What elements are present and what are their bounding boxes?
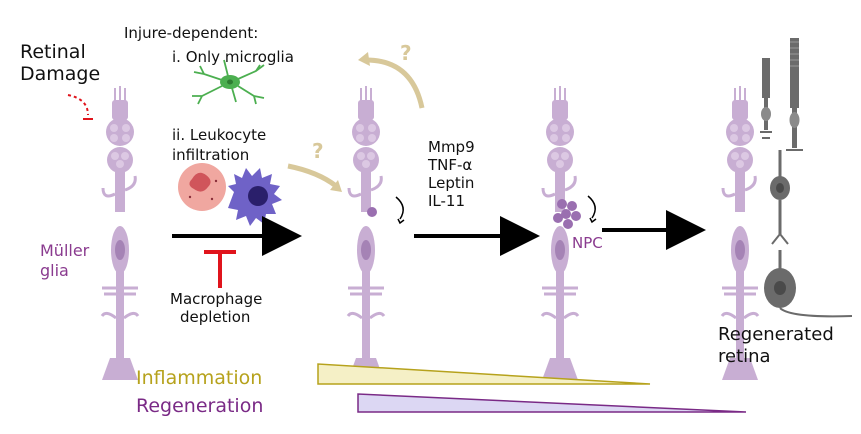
regeneration-wedge [357, 393, 747, 413]
inhibition-t-bar-icon [204, 250, 236, 288]
macrophage-icon [228, 168, 282, 226]
muller-cell-3 [540, 84, 580, 382]
question-mark-2: ? [312, 139, 324, 163]
regenerated-label-1: Regenerated [718, 324, 834, 345]
inflammation-wedge [317, 363, 651, 385]
macrophage-depletion-label-1: Macrophage [170, 290, 262, 308]
only-microglia-label: i. Only microglia [172, 48, 294, 66]
factor-mmp9: Mmp9 [428, 138, 475, 156]
factor-tnf: TNF-α [427, 156, 472, 174]
factor-leptin: Leptin [428, 174, 474, 192]
bipolar-cell [770, 150, 790, 245]
photoreceptor-cells [760, 38, 803, 151]
question-arrow-down [287, 163, 338, 189]
leukocyte-label-1: ii. Leukocyte [172, 126, 266, 144]
cycling-arrow-2 [587, 195, 596, 219]
npc-label: NPC [572, 234, 603, 252]
regenerated-label-2: retina [718, 346, 771, 367]
retinal-damage-label-1: Retinal [20, 41, 86, 63]
inflammation-label: Inflammation [136, 367, 262, 389]
muller-label-2: glia [40, 261, 69, 280]
macrophage-depletion-label-2: depletion [180, 308, 250, 326]
question-mark-1: ? [400, 41, 412, 65]
leukocyte-label-2: infiltration [172, 146, 249, 164]
injure-dependent-label: Injure-dependent: [124, 24, 258, 42]
ganglion-cell [764, 250, 853, 318]
dashed-damage-arrow-icon [67, 94, 89, 116]
npc-cluster-large [553, 199, 581, 229]
muller-cell-2 [346, 84, 386, 382]
question-arrow-up [365, 57, 425, 109]
regeneration-label: Regeneration [136, 395, 263, 417]
cycling-arrow-1 [395, 196, 404, 220]
retinal-damage-label-2: Damage [20, 63, 100, 85]
npc-cluster-small [367, 207, 377, 217]
microglia-icon [192, 59, 265, 105]
muller-label-1: Müller [40, 241, 90, 260]
factor-il11: IL-11 [428, 192, 465, 210]
muller-cell-1 [100, 84, 140, 382]
leukocyte-icon [178, 163, 226, 211]
